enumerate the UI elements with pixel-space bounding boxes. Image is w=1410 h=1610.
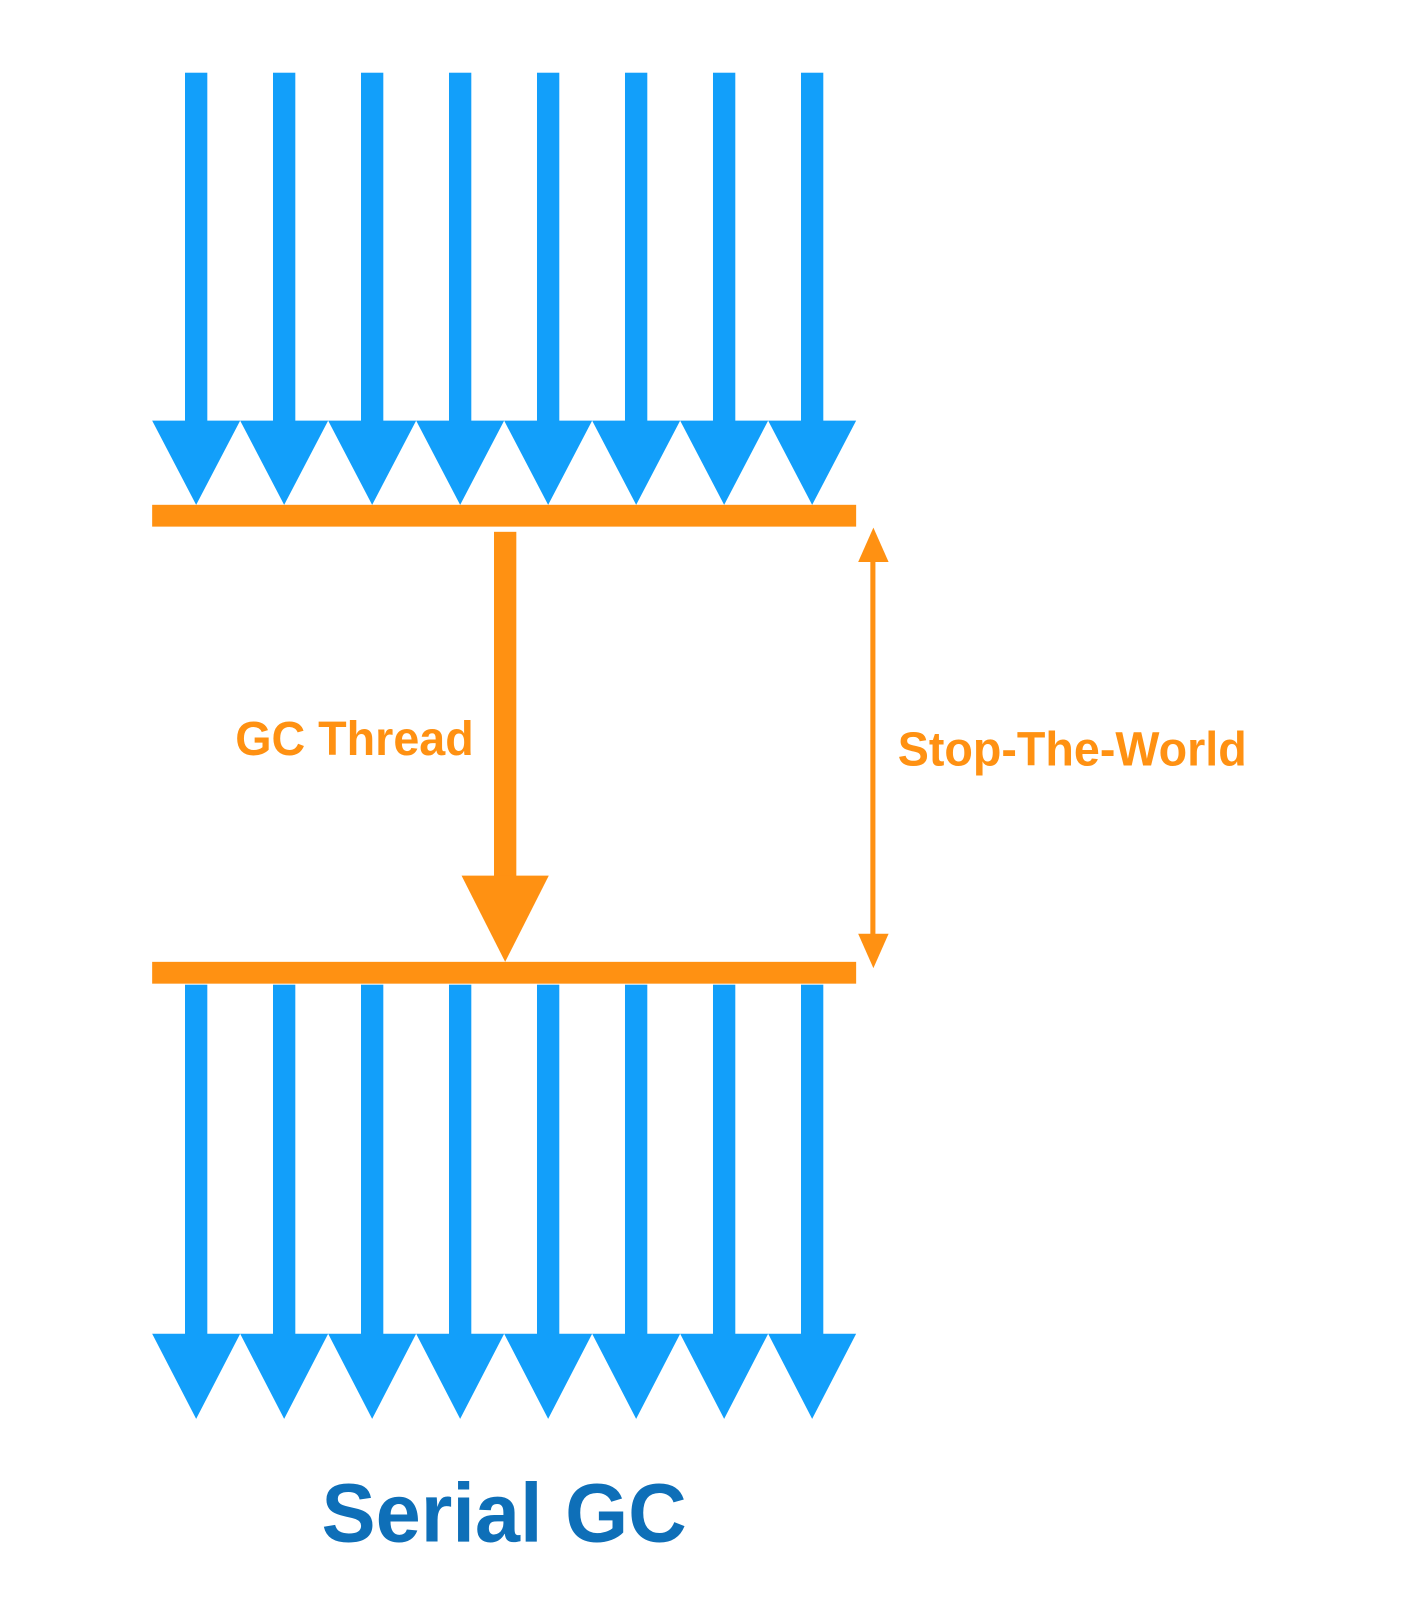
- diagram-title: Serial GC: [322, 1468, 687, 1560]
- app-thread-arrow-after-shaft: [184, 984, 208, 1336]
- app-thread-arrow-before-head: [680, 420, 769, 505]
- app-thread-arrow-after-shaft: [448, 984, 472, 1336]
- app-thread-arrow-before-head: [592, 420, 681, 505]
- app-thread-arrow-after-head: [240, 1333, 329, 1419]
- app-thread-arrow-before-shaft: [184, 72, 208, 423]
- app-thread-arrow-before-head: [504, 420, 593, 505]
- app-thread-arrow-before-shaft: [272, 72, 296, 423]
- pause-start-bar: [152, 504, 857, 527]
- app-thread-arrow-before-shaft: [360, 72, 384, 423]
- app-thread-arrow-after-head: [504, 1333, 593, 1419]
- app-thread-arrow-before-shaft: [448, 72, 472, 423]
- app-threads-before: [152, 72, 857, 505]
- app-thread-arrow-after-head: [152, 1333, 241, 1419]
- app-thread-arrow-after-shaft: [712, 984, 736, 1336]
- app-thread-arrow-after-shaft: [800, 984, 824, 1336]
- gc-thread-arrow: [461, 531, 549, 962]
- app-thread-arrow-before-head: [328, 420, 417, 505]
- stop-the-world-arrow-line: [870, 555, 876, 941]
- pause-end-bar: [152, 961, 857, 984]
- gc-thread-arrow-shaft: [494, 531, 517, 880]
- app-thread-arrow-after-head: [416, 1333, 505, 1419]
- app-thread-arrow-after-head: [328, 1333, 417, 1419]
- app-thread-arrow-before-shaft: [536, 72, 560, 423]
- app-thread-arrow-before-head: [240, 420, 329, 505]
- app-thread-arrow-before-head: [152, 420, 241, 505]
- app-thread-arrow-after-shaft: [272, 984, 296, 1336]
- app-thread-arrow-after-shaft: [536, 984, 560, 1336]
- app-threads-after: [152, 984, 857, 1419]
- gc-thread-arrow-head: [461, 875, 549, 962]
- app-thread-arrow-after-head: [680, 1333, 769, 1419]
- stop-the-world-arrow-bottom-head: [858, 933, 889, 969]
- app-thread-arrow-before-shaft: [712, 72, 736, 423]
- stop-the-world-arrow: [858, 527, 889, 969]
- app-thread-arrow-before-head: [416, 420, 505, 505]
- app-thread-arrow-before-shaft: [624, 72, 648, 423]
- app-thread-arrow-before-head: [768, 420, 857, 505]
- app-thread-arrow-after-shaft: [624, 984, 648, 1336]
- app-thread-arrow-after-shaft: [360, 984, 384, 1336]
- app-thread-arrow-after-head: [768, 1333, 857, 1419]
- stop-the-world-label: Stop-The-World: [898, 723, 1247, 777]
- stop-the-world-arrow-top-head: [858, 527, 889, 562]
- app-thread-arrow-before-shaft: [800, 72, 824, 423]
- gc-thread-label: GC Thread: [235, 713, 473, 767]
- app-thread-arrow-after-head: [592, 1333, 681, 1419]
